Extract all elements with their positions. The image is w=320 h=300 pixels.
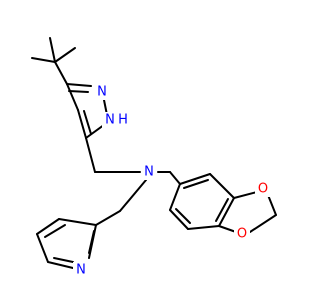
bond xyxy=(66,83,92,87)
bond xyxy=(85,137,96,173)
bond xyxy=(44,224,66,238)
amine-nitrogen-label: N xyxy=(144,165,154,180)
bond xyxy=(36,233,49,263)
bond xyxy=(36,218,60,235)
bond xyxy=(53,257,74,263)
bond xyxy=(119,179,147,212)
bond xyxy=(187,225,220,230)
pyrazole-nh-hydrogen-label: H xyxy=(118,113,128,128)
bond xyxy=(54,47,76,63)
pyrazole-nh-nitrogen-label: N xyxy=(105,113,115,128)
atom-label-layer: N N H N N O O xyxy=(73,84,271,278)
bond xyxy=(88,230,95,254)
bond xyxy=(95,210,121,226)
bond xyxy=(169,183,181,211)
bond xyxy=(183,179,209,189)
pyrazole-n2-label: N xyxy=(97,85,107,100)
bond xyxy=(68,90,89,93)
bond xyxy=(218,197,235,227)
bond xyxy=(54,61,68,85)
bond xyxy=(218,225,237,233)
bond xyxy=(66,83,79,111)
bond xyxy=(209,173,235,199)
structure-canvas: N N H N N O O xyxy=(31,37,277,278)
dioxole-oxygen-lower-label: O xyxy=(237,227,247,242)
bond xyxy=(215,198,229,222)
bond xyxy=(58,218,97,226)
bond xyxy=(49,37,56,63)
bond xyxy=(233,191,258,199)
bond xyxy=(175,208,191,224)
bond xyxy=(179,173,211,185)
bond xyxy=(169,171,181,185)
bond xyxy=(267,194,277,216)
bond-layer xyxy=(31,37,277,269)
bond xyxy=(83,110,92,135)
bond xyxy=(77,109,87,139)
bond xyxy=(31,57,56,63)
dioxole-oxygen-upper-label: O xyxy=(258,182,268,197)
bond xyxy=(47,261,74,269)
pyridine-nitrogen-label: N xyxy=(76,263,86,278)
molecule-structure: N N H N N O O xyxy=(31,37,277,278)
bond xyxy=(249,214,277,233)
bond xyxy=(169,209,189,230)
